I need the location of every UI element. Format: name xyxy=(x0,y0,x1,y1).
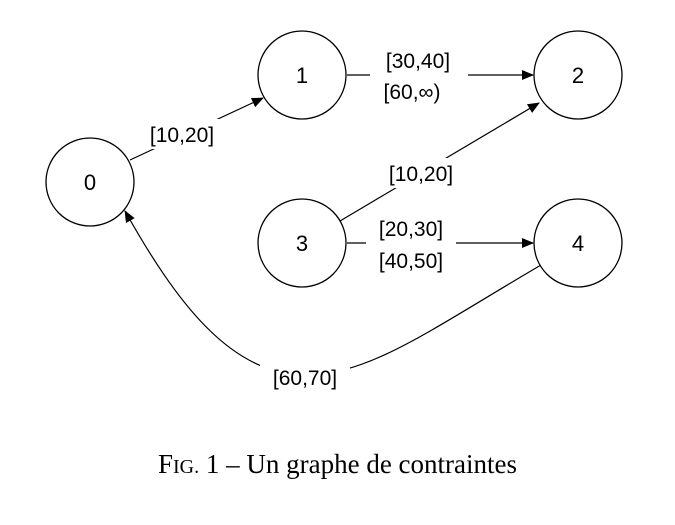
edge-label-0-1: [10,20] xyxy=(150,124,214,147)
node-4: 4 xyxy=(533,198,623,288)
caption-fig-rest: IG. xyxy=(173,456,200,478)
edge-label-1-2-first: [30,40] xyxy=(386,50,450,73)
edge-label-3-2: [10,20] xyxy=(389,163,453,186)
edge-label-3-4-first: [20,30] xyxy=(379,218,443,241)
caption-number: 1 xyxy=(205,449,220,479)
figure-caption: FIG. 1 – Un graphe de contraintes xyxy=(0,449,675,480)
node-1: 1 xyxy=(257,30,347,120)
node-label-2: 2 xyxy=(572,63,584,88)
caption-fig-first: F xyxy=(157,449,173,479)
node-0: 0 xyxy=(45,137,135,227)
node-label-3: 3 xyxy=(296,231,308,256)
node-2: 2 xyxy=(533,30,623,120)
caption-dash: – xyxy=(226,449,240,479)
edge-label-3-4-second: [40,50] xyxy=(379,250,443,273)
edge-label-1-2-second: [60,∞) xyxy=(384,81,441,104)
edge-label-4-0: [60,70] xyxy=(273,367,337,390)
caption-text: Un graphe de contraintes xyxy=(246,449,518,479)
node-3: 3 xyxy=(257,198,347,288)
nodes: 0 1 2 3 4 xyxy=(45,30,623,288)
edge-labels: [10,20] [30,40] [60,∞) [10,20] [20,30] [… xyxy=(140,48,468,392)
node-label-1: 1 xyxy=(296,63,308,88)
node-label-0: 0 xyxy=(84,170,96,195)
node-label-4: 4 xyxy=(572,231,584,256)
